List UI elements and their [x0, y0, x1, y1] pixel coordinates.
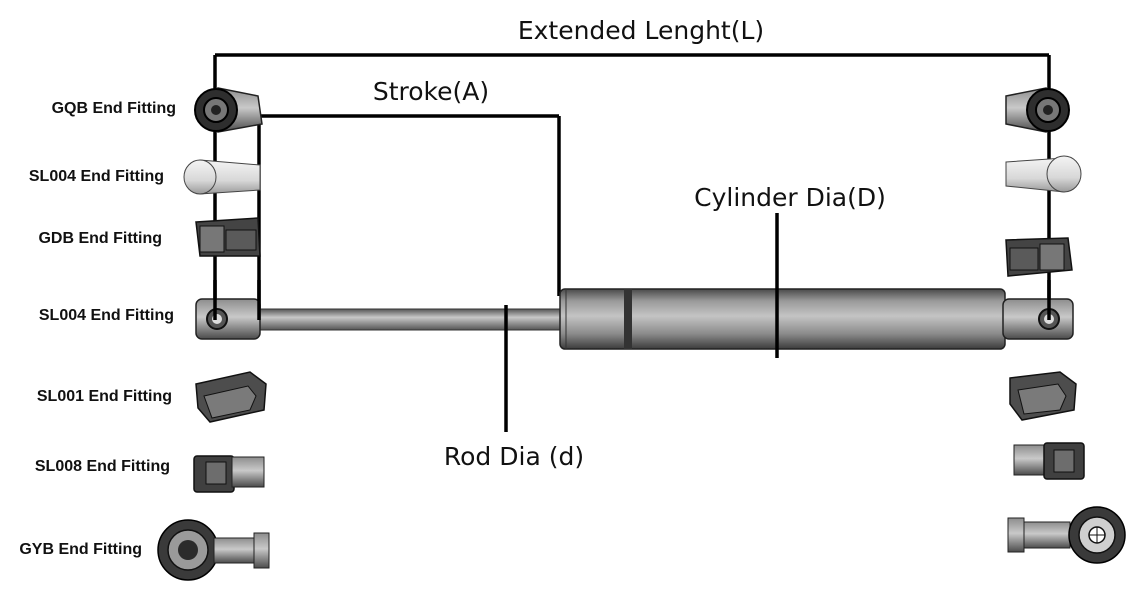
fitting-label-sl004-ball: SL004 End Fitting	[29, 168, 164, 185]
right-sl001-fitting	[1009, 371, 1077, 421]
right-gqb-fitting	[1005, 87, 1070, 133]
gas-spring	[195, 288, 1074, 350]
left-gdb-fitting	[195, 217, 261, 257]
left-sl001-fitting	[195, 371, 267, 423]
fitting-label-sl001: SL001 End Fitting	[37, 388, 172, 405]
cylinder-groove	[624, 289, 632, 349]
right-gdb-fitting	[1005, 237, 1073, 277]
stroke-label: Stroke(A)	[373, 77, 489, 106]
right-gyb-rod-end-fitting	[1007, 506, 1126, 564]
left-gqb-fitting	[194, 87, 263, 133]
right-sl008-fitting	[1013, 442, 1085, 480]
right-eye-end-fitting	[1002, 298, 1074, 340]
piston-rod	[257, 308, 564, 331]
extended-length-dimension	[213, 53, 1051, 320]
left-sl008-fitting	[193, 455, 265, 493]
left-gyb-rod-end-fitting	[157, 519, 270, 581]
extended-length-label: Extended Lenght(L)	[518, 16, 764, 45]
fitting-label-sl004-eye: SL004 End Fitting	[39, 307, 174, 324]
fitting-label-gyb: GYB End Fitting	[19, 541, 142, 558]
right-sl004-ball-fitting	[1005, 155, 1082, 193]
stroke-dimension	[257, 114, 561, 320]
left-eye-end-fitting	[195, 298, 261, 340]
fitting-label-gdb: GDB End Fitting	[38, 230, 162, 247]
fitting-label-gqb: GQB End Fitting	[52, 100, 176, 117]
cylinder-dia-label: Cylinder Dia(D)	[694, 183, 886, 212]
left-sl004-ball-fitting	[183, 159, 261, 195]
fitting-label-sl008: SL008 End Fitting	[35, 458, 170, 475]
rod-dia-label: Rod Dia (d)	[444, 442, 584, 471]
